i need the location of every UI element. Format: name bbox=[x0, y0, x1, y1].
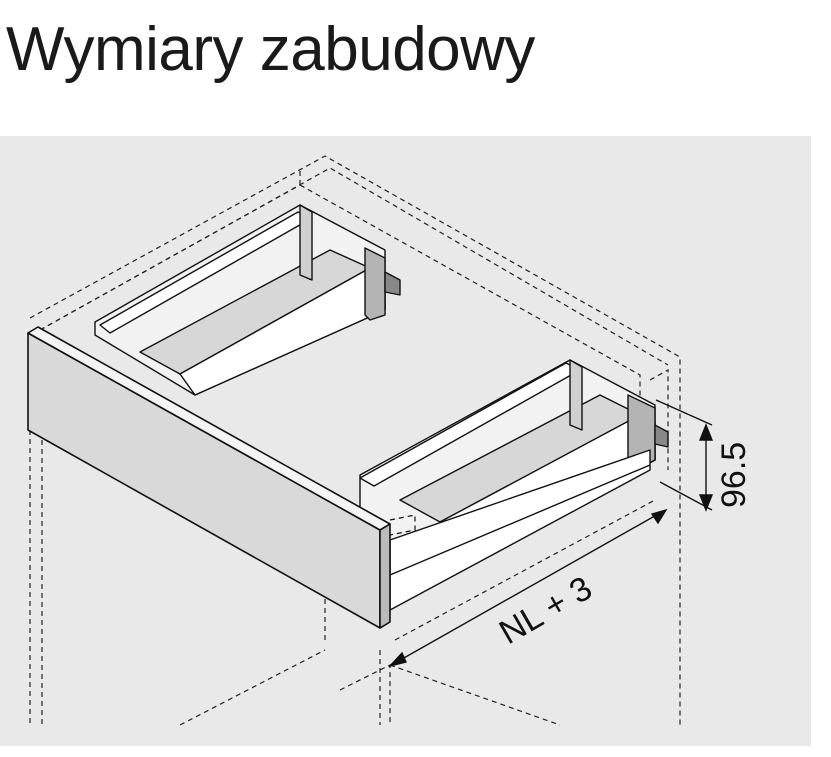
height-dimension-label: 96.5 bbox=[715, 442, 753, 508]
width-dimension bbox=[387, 508, 668, 668]
drawer-front-panel bbox=[27, 326, 391, 629]
width-dimension-label: NL + 3 bbox=[493, 569, 598, 652]
drawer-front-runner bbox=[359, 359, 669, 611]
drawer-back-runner bbox=[94, 204, 401, 396]
page-title: Wymiary zabudowy bbox=[6, 15, 535, 84]
front-rail-cover bbox=[389, 514, 416, 536]
height-dimension bbox=[655, 399, 714, 512]
